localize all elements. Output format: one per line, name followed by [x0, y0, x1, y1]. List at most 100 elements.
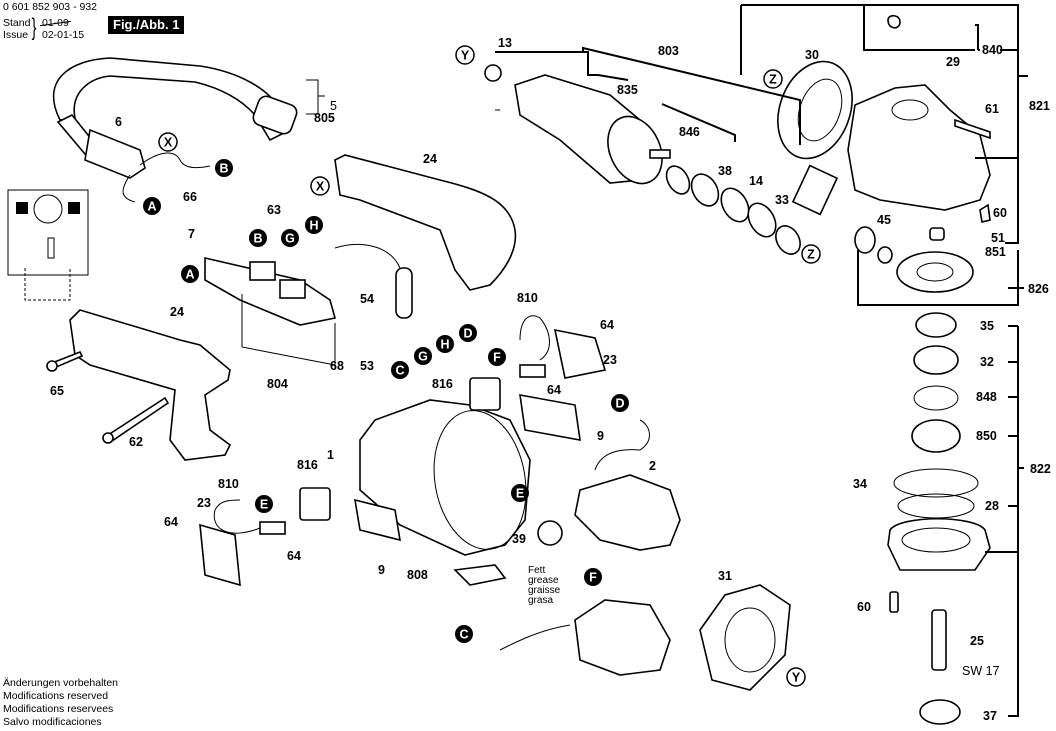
- connector-Y-1: Y: [455, 45, 475, 65]
- issue-date: 02-01-15: [42, 29, 85, 41]
- svg-text:X: X: [164, 136, 173, 150]
- power-cord: [53, 57, 298, 203]
- part-label-25: 25: [970, 634, 984, 648]
- svg-text:G: G: [285, 232, 295, 246]
- brush-holders: [199, 315, 607, 587]
- part-label-33: 33: [775, 193, 789, 207]
- connector-Z-2: Z: [801, 244, 821, 264]
- svg-text:D: D: [615, 397, 624, 411]
- part-label-804: 804: [267, 377, 288, 391]
- part-label-808: 808: [407, 568, 428, 582]
- switch-assembly: [204, 256, 337, 326]
- part-label-45: 45: [877, 213, 891, 227]
- part-label-810b: 810: [218, 477, 239, 491]
- part-label-2: 2: [649, 459, 656, 473]
- part-label-31: 31: [718, 569, 732, 583]
- part-label-34: 34: [853, 477, 867, 491]
- svg-text:A: A: [147, 200, 156, 214]
- part-labels: 13 803 835 846 38 14 33 30 840 29 821 61…: [50, 36, 1051, 723]
- part-label-51: 51: [991, 231, 1005, 245]
- part-label-35: 35: [980, 319, 994, 333]
- connector-Y-2: Y: [786, 667, 806, 687]
- motor-housing: [354, 394, 581, 586]
- svg-text:F: F: [589, 571, 597, 585]
- wrench-size-label: SW 17: [962, 664, 1000, 678]
- fan-baffle: [699, 584, 791, 691]
- connector-Z-1: Z: [763, 69, 783, 89]
- svg-text:B: B: [219, 162, 228, 176]
- part-label-816a: 816: [432, 377, 453, 391]
- svg-text:E: E: [516, 487, 524, 501]
- part-label-810a: 810: [517, 291, 538, 305]
- part-label-32: 32: [980, 355, 994, 369]
- part-label-848: 848: [976, 390, 997, 404]
- footer-line-de: Änderungen vorbehalten: [3, 677, 119, 689]
- connector-G-2: G: [414, 347, 432, 365]
- svg-text:Z: Z: [769, 73, 777, 87]
- gear-housing: [847, 14, 991, 293]
- part-label-60a: 60: [993, 206, 1007, 220]
- part-label-822: 822: [1030, 462, 1051, 476]
- part-label-1: 1: [327, 448, 334, 462]
- part-label-64a: 64: [600, 318, 614, 332]
- svg-text:E: E: [260, 498, 268, 512]
- svg-text:Z: Z: [807, 248, 815, 262]
- svg-text:C: C: [459, 628, 468, 642]
- part-label-64c: 64: [164, 515, 178, 529]
- armature: [484, 64, 671, 185]
- part-label-54: 54: [360, 292, 374, 306]
- connector-F-2: F: [584, 568, 602, 586]
- connector-E-2: E: [511, 484, 529, 502]
- figure-badge: Fig./Abb. 1: [108, 16, 185, 34]
- part-label-37: 37: [983, 709, 997, 723]
- part-label-64d: 64: [287, 549, 301, 563]
- part-label-850: 850: [976, 429, 997, 443]
- footer-line-en: Modifications reserved: [3, 690, 109, 702]
- part-label-9a: 9: [597, 429, 604, 443]
- part-label-38: 38: [718, 164, 732, 178]
- svg-text:grasa: grasa: [528, 595, 553, 606]
- svg-text:grease: grease: [528, 575, 559, 586]
- part-label-6: 6: [115, 115, 122, 129]
- capacitor: [334, 243, 413, 319]
- part-label-816b: 816: [297, 458, 318, 472]
- stand-date-struck: 01-09: [42, 17, 69, 29]
- connector-G-1: G: [281, 229, 299, 247]
- svg-text:C: C: [395, 364, 404, 378]
- brace-symbol: }: [31, 14, 37, 41]
- part-label-64b: 64: [547, 383, 561, 397]
- footer-line-es: Salvo modificaciones: [3, 716, 102, 728]
- connector-F-1: F: [488, 348, 506, 366]
- svg-text:B: B: [253, 232, 262, 246]
- part-label-9b: 9: [378, 563, 385, 577]
- svg-text:graisse: graisse: [528, 585, 561, 596]
- part-label-63: 63: [267, 203, 281, 217]
- part-label-7: 7: [188, 227, 195, 241]
- footer-line-fr: Modifications reservees: [3, 703, 114, 715]
- part-label-60b: 60: [857, 600, 871, 614]
- connector-D-2: D: [611, 394, 629, 412]
- part-label-23b: 23: [197, 496, 211, 510]
- svg-text:X: X: [316, 180, 325, 194]
- part-label-821: 821: [1029, 99, 1050, 113]
- wiring-schematic: [7, 189, 89, 301]
- bevel-gear: [777, 60, 853, 160]
- connector-B-1: B: [215, 159, 233, 177]
- part-label-53: 53: [360, 359, 374, 373]
- connector-X-1: X: [158, 132, 178, 152]
- part-label-62: 62: [129, 435, 143, 449]
- svg-text:H: H: [309, 219, 318, 233]
- connector-C-1: C: [391, 361, 409, 379]
- part-label-851: 851: [985, 245, 1006, 259]
- svg-text:D: D: [463, 327, 472, 341]
- part-label-14: 14: [749, 174, 763, 188]
- part-label-5: 5: [330, 99, 337, 113]
- connector-markers: B A X X B H G A D H G C F D E E F C Y Y …: [143, 45, 821, 687]
- connector-E-1: E: [255, 495, 273, 513]
- part-label-24b: 24: [170, 305, 184, 319]
- field-coils: [499, 419, 681, 676]
- part-label-61: 61: [985, 102, 999, 116]
- spindle-stack: [887, 312, 991, 725]
- part-label-29: 29: [946, 55, 960, 69]
